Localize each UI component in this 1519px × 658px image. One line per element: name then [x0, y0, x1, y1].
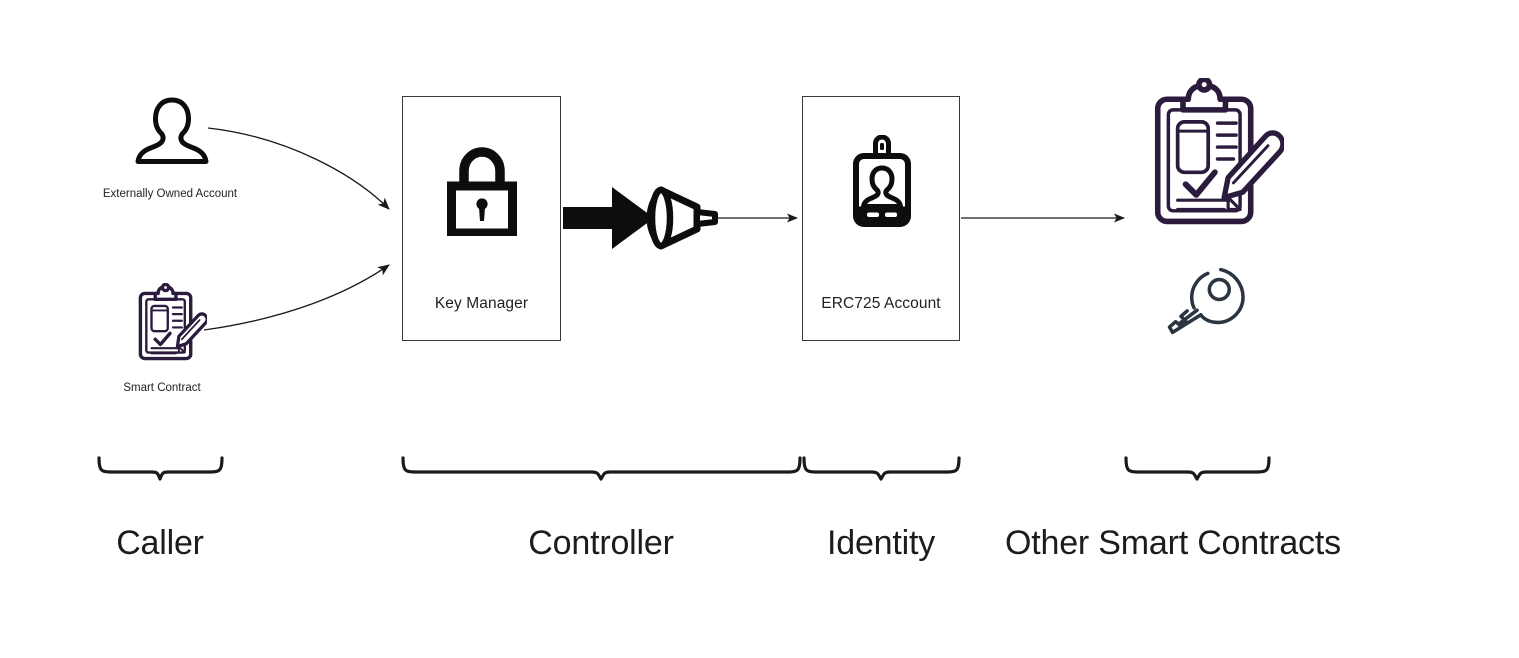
node-key-manager[interactable]: Key Manager: [402, 96, 561, 341]
brace-caller: [97, 456, 224, 481]
brace-identity: [802, 456, 961, 481]
externally-owned-account-caption: Externally Owned Account: [102, 188, 238, 200]
id-badge-icon: [847, 135, 917, 233]
funnel-icon: [646, 186, 718, 250]
node-erc725-account-label: ERC725 Account: [821, 295, 941, 312]
connector-key-manager-to-funnel: [563, 187, 654, 249]
smart-contract-caption: Smart Contract: [123, 382, 201, 394]
key-icon: [1163, 265, 1248, 337]
group-label-controller: Controller: [528, 524, 674, 562]
padlock-icon: [447, 141, 517, 236]
brace-controller: [401, 456, 802, 481]
brace-other-smart-contracts: [1124, 456, 1271, 481]
clipboard-pen-icon: [133, 283, 207, 363]
clipboard-pen-icon: [1151, 78, 1284, 248]
group-label-caller: Caller: [116, 524, 204, 562]
node-key-manager-label: Key Manager: [434, 295, 529, 312]
node-erc725-account[interactable]: ERC725 Account: [802, 96, 960, 341]
connector-eoa-to-key-manager: [207, 127, 390, 210]
group-label-other-smart-contracts: Other Smart Contracts: [1005, 524, 1341, 562]
group-label-identity: Identity: [826, 524, 936, 562]
person-icon: [134, 96, 210, 166]
connector-smart-contract-to-key-manager: [203, 264, 390, 331]
